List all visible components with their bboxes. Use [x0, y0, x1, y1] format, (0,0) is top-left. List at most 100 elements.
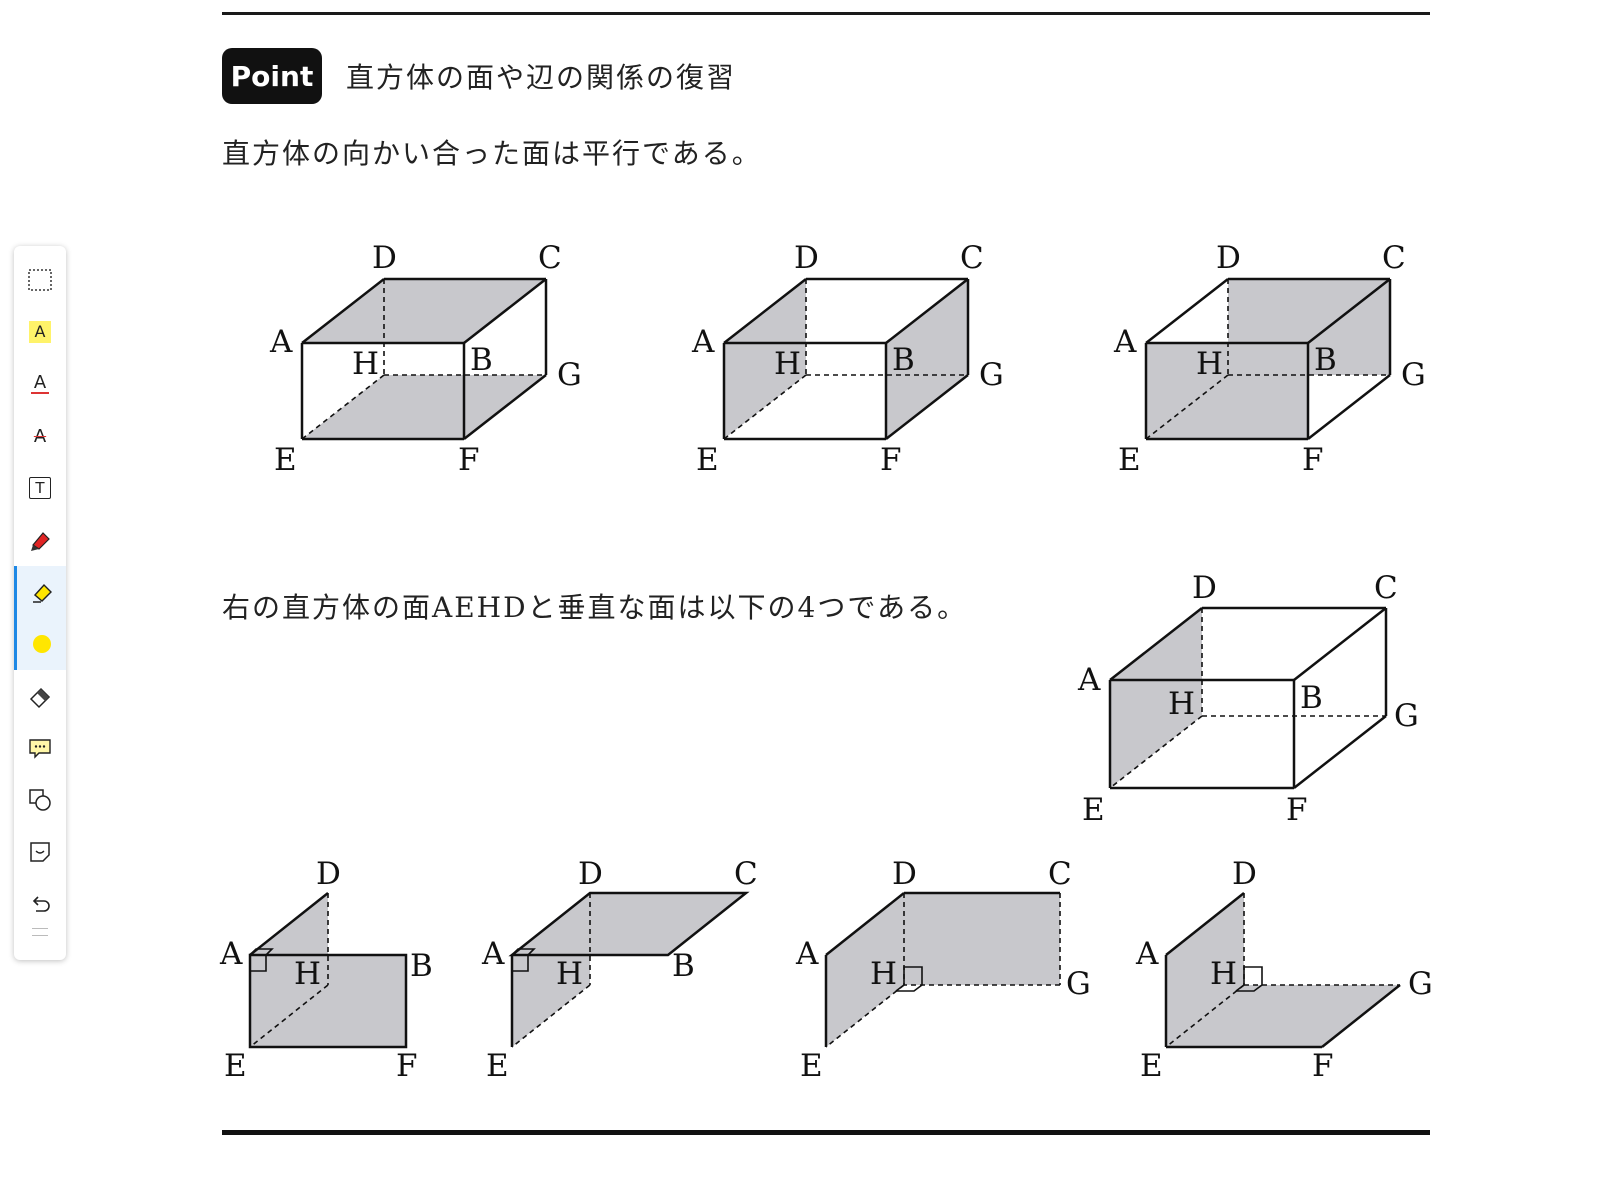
- highlight-a-icon: A: [29, 321, 51, 343]
- vertex-label: A: [691, 324, 715, 360]
- yellow-dot-icon: [32, 635, 51, 653]
- cube2-labels: A B C D E F G H: [691, 240, 1004, 478]
- vertex-label: F: [1302, 442, 1324, 478]
- point-badge: Point: [222, 48, 322, 104]
- vertex-label: A: [1077, 662, 1101, 698]
- perp2-labels: A B C D E H: [481, 856, 758, 1084]
- cube-parallel-left-right: [722, 277, 970, 441]
- comment-tool[interactable]: [14, 722, 66, 774]
- vertex-label: E: [274, 442, 297, 478]
- perp-face-abfe: [248, 892, 408, 1049]
- vertex-label: H: [556, 956, 583, 992]
- vertex-label: A: [269, 324, 293, 360]
- undo-tool[interactable]: [14, 878, 66, 930]
- vertex-label: B: [892, 342, 915, 378]
- vertex-label: A: [1135, 936, 1159, 972]
- perp-face-abcd: [508, 891, 750, 1048]
- vertex-label: H: [294, 956, 321, 992]
- color-yellow[interactable]: [14, 618, 66, 670]
- vertex-label: E: [1082, 792, 1105, 828]
- vertex-label: D: [1232, 856, 1257, 892]
- perp4-labels: A D E F G H: [1135, 856, 1433, 1084]
- text-strikethrough-tool[interactable]: A: [14, 410, 66, 462]
- highlighter-tool[interactable]: [14, 566, 66, 618]
- vertex-label: F: [396, 1048, 418, 1084]
- cube3-labels: A B C D E F G H: [1113, 240, 1426, 478]
- vertex-label: E: [486, 1048, 509, 1084]
- vertex-label: B: [410, 948, 433, 984]
- vertex-label: D: [316, 856, 341, 892]
- pen-tool[interactable]: [14, 514, 66, 566]
- perp3-labels: A C D E G H: [795, 856, 1091, 1084]
- vertex-label: E: [1118, 442, 1141, 478]
- red-pen-icon: [31, 532, 50, 551]
- vertex-label: A: [481, 936, 505, 972]
- vertex-label: A: [219, 936, 243, 972]
- vertex-label: E: [224, 1048, 247, 1084]
- vertex-label: B: [1300, 680, 1323, 716]
- vertex-label: B: [672, 948, 695, 984]
- vertex-label: H: [1168, 686, 1195, 722]
- eraser-tool[interactable]: [14, 670, 66, 722]
- vertex-label: H: [1196, 346, 1223, 382]
- vertex-label: A: [795, 936, 819, 972]
- point-header: Point 直方体の面や辺の関係の復習: [222, 48, 736, 104]
- vertex-label: E: [1140, 1048, 1163, 1084]
- yellow-highlighter-icon: [32, 583, 52, 603]
- vertex-label: C: [1382, 240, 1406, 276]
- cube-reference-aehd: [1108, 606, 1388, 790]
- comment-bubble-icon: [29, 739, 51, 759]
- text-highlight-tool[interactable]: A: [14, 306, 66, 358]
- vertex-label: C: [734, 856, 758, 892]
- vertex-label: E: [800, 1048, 823, 1084]
- vertex-label: D: [372, 240, 397, 276]
- vertex-label: G: [979, 357, 1004, 393]
- vertex-label: H: [870, 956, 897, 992]
- strikethrough-a-icon: A: [33, 425, 47, 447]
- text-box-tool[interactable]: T: [14, 462, 66, 514]
- eraser-icon: [29, 687, 51, 709]
- vertex-label: B: [1314, 342, 1337, 378]
- cube-parallel-top-bottom: [300, 277, 548, 441]
- vertex-label: B: [470, 342, 493, 378]
- vertex-label: F: [1286, 792, 1308, 828]
- vertex-label: A: [1113, 324, 1137, 360]
- vertex-label: D: [892, 856, 917, 892]
- vertex-label: G: [1401, 357, 1426, 393]
- vertex-label: G: [1408, 966, 1433, 1002]
- cube1-labels: A B C D E F G H: [269, 240, 582, 478]
- perp-face-dcgh: [824, 891, 1061, 1048]
- vertex-label: F: [458, 442, 480, 478]
- perp-face-efgh: [1164, 892, 1401, 1049]
- text-underline-tool[interactable]: A: [14, 358, 66, 410]
- vertex-label: C: [960, 240, 984, 276]
- underline-a-icon: A: [30, 374, 50, 394]
- vertex-label: C: [538, 240, 562, 276]
- select-rect-tool[interactable]: [14, 254, 66, 306]
- drag-handle-icon[interactable]: [32, 928, 48, 936]
- vertex-label: F: [880, 442, 902, 478]
- vertex-label: G: [1066, 966, 1091, 1002]
- vertex-label: G: [1394, 698, 1419, 734]
- shapes-icon: [29, 789, 51, 811]
- cube-parallel-front-back: [1144, 277, 1392, 441]
- shape-tool[interactable]: [14, 774, 66, 826]
- vertex-label: D: [578, 856, 603, 892]
- sticker-icon: [30, 842, 50, 862]
- textbox-t-icon: T: [29, 477, 51, 499]
- point-title: 直方体の面や辺の関係の復習: [346, 61, 737, 94]
- vertex-label: D: [1192, 570, 1217, 606]
- vertex-label: E: [696, 442, 719, 478]
- sticker-tool[interactable]: [14, 826, 66, 878]
- undo-arrow-icon: [32, 896, 50, 912]
- reference-cube-labels: A B C D E F G H: [1077, 570, 1419, 828]
- vertex-label: F: [1312, 1048, 1334, 1084]
- vertex-label: H: [774, 346, 801, 382]
- perpendicular-statement: 右の直方体の面AEHDと垂直な面は以下の4つである。: [222, 591, 968, 624]
- annotation-toolbar: A A A T: [14, 246, 66, 960]
- vertex-label: H: [1210, 956, 1237, 992]
- vertex-label: C: [1374, 570, 1398, 606]
- vertex-label: D: [794, 240, 819, 276]
- dashed-rect-icon: [28, 269, 52, 291]
